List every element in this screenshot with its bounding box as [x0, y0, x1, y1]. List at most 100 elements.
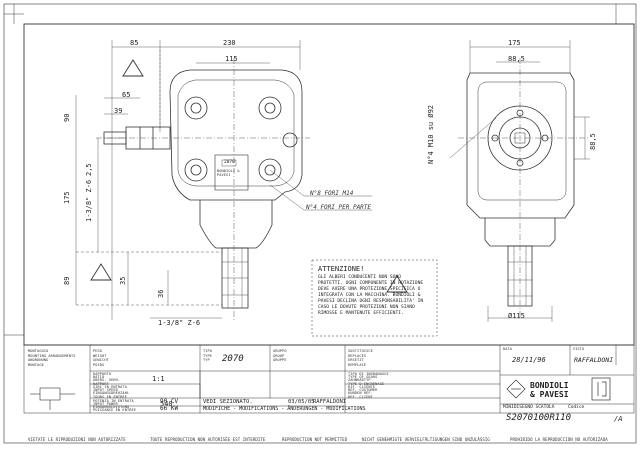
callout-holes-8: N°8 FORI M14	[310, 190, 354, 197]
warning-title: ATTENZIONE!	[318, 265, 365, 273]
dim-35: 35	[119, 276, 127, 285]
ratio-label-de: ÜBERS. VERH.	[93, 378, 121, 383]
front-view	[96, 58, 310, 322]
type-label-de: TYP	[203, 358, 210, 362]
group-label-de: GRUPPE	[273, 358, 287, 362]
dim-85: 85	[130, 39, 139, 47]
type-labels: TIPO TYPE TYP	[203, 349, 212, 363]
input-speed-label-de: EINGANGSDREHZAHL	[93, 391, 130, 396]
customer-ref-label-en: REF. CUSTOMER	[348, 388, 378, 393]
dim-m10-holes: N°4 M10 su Ø92	[427, 104, 435, 164]
customer-ref-label-de: KUNDEN REF.	[348, 391, 373, 396]
customer-ref-label-fr: REF. CLIENT	[348, 394, 373, 399]
side-dim-lines	[449, 40, 590, 322]
input-power-label-en: INPUT POWER	[93, 402, 118, 406]
mounting-label-it: MONTAGGIO	[28, 349, 49, 353]
customer-ref-labels: RIF. CLIENTE REF. CUSTOMER KUNDEN REF. R…	[348, 385, 378, 399]
footer-note-it: VIETATE LE RIPRODUZIONI NON AUTORIZZATE	[28, 437, 126, 442]
input-speed-label-en: INPUT SPEED	[93, 388, 118, 393]
drawing-label: MINIDISEGNO SCATOLA	[503, 405, 555, 410]
input-speed-value: 540	[160, 400, 173, 408]
replaces-labels: SOSTITUISCE REPLACES ERSETZT REMPLACE	[348, 349, 373, 367]
weight-labels: PESO WEIGHT GEWICHT POIDS	[93, 349, 109, 367]
dim-39: 39	[114, 107, 123, 115]
warning-triangles	[90, 59, 408, 293]
dim-89: 89	[63, 276, 71, 285]
footer-note-fr: TOUTE REPRODUCTION NON AUTORISÉE EST INT…	[150, 437, 266, 442]
dim-36: 36	[157, 289, 165, 298]
date-label: DATA	[503, 347, 513, 351]
replaces-label-de: ERSETZT	[348, 358, 364, 362]
dim-230: 230	[223, 39, 236, 47]
front-dim-lines	[75, 40, 372, 320]
dim-88-5-right: 88,5	[589, 133, 597, 150]
input-speed-labels: GIRI IN ENTRATA INPUT SPEED EINGANGSDREH…	[93, 385, 130, 399]
dim-90: 90	[63, 113, 71, 122]
code-label: Codice	[568, 405, 585, 410]
date-value: 28/11/96	[512, 356, 546, 364]
mounting-pictogram	[30, 387, 75, 410]
title-block-grid	[23, 344, 635, 414]
side-view	[458, 58, 588, 318]
dim-dia-115: Ø115	[508, 312, 525, 320]
group-label-it: GRUPPO	[273, 349, 287, 353]
dim-65: 65	[122, 91, 131, 99]
dim-175-front: 175	[63, 191, 71, 204]
company-name-line2: & PAVESI	[530, 390, 569, 399]
type-label-it: TIPO	[203, 349, 213, 353]
drawing-code: S2070100R110	[506, 413, 572, 423]
warning-body: GLI ALBERI CONDUCENTI NON SONO PROTETTI.…	[318, 275, 424, 316]
callout-holes-4: N°4 FORI PER PARTE	[306, 204, 372, 211]
company-logo	[506, 377, 611, 401]
plate-brand: BONDIOLI & PAVESI	[217, 169, 240, 177]
approved-value: RAFFALDONI	[574, 356, 614, 364]
group-labels: GRUPPO GROUP GRUPPE	[273, 349, 287, 363]
input-power-label-de: EINGANGSLEISTUNG	[93, 405, 130, 409]
revision-author: RAFFALDONI	[313, 399, 347, 405]
plate-model: 2070	[224, 160, 235, 165]
ratio-labels: RAPPORTO RATIO ÜBERS. VERH. RAPPORT	[93, 372, 121, 386]
input-power-kw: 66 KW	[160, 405, 179, 412]
customer-ref-label-it: RIF. CLIENTE	[348, 385, 376, 389]
mounting-label-en: MOUNTING ARRANGEMENTS	[28, 353, 76, 358]
input-speed-label-fr: TOURS EN ENTRÉE	[93, 394, 127, 399]
ratio-label-it: RAPPORTO	[93, 372, 112, 376]
ratio-label-fr: RAPPORT	[93, 381, 109, 386]
dim-thread-vertical: 1-3/8" Z-6	[85, 179, 93, 222]
weight-label-fr: POIDS	[93, 362, 105, 367]
input-power-cv: 90 CV	[160, 398, 179, 405]
mounting-label-fr: MONTAGE	[28, 362, 44, 367]
weight-label-en: WEIGHT	[93, 353, 107, 358]
gear-type-label-it: TIPO DI INGRANAGGI	[348, 372, 389, 376]
dim-175-side: 175	[508, 39, 521, 47]
dim-thread-bottom: 1-3/8" Z-6	[158, 319, 201, 327]
mounting-label-de: ANORDNUNG	[28, 358, 49, 362]
dim-2-5: 2,5	[85, 163, 93, 176]
type-value: 2070	[222, 354, 244, 364]
gear-type-label-de: ZAHNRADTYP	[348, 378, 371, 383]
approved-label: VISTO	[573, 347, 585, 351]
footer-note-de: NICHT GENEHMIGTE VERVIELFÄLTIGUNGEN SIND…	[362, 437, 490, 442]
ratio-label-en: RATIO	[93, 375, 105, 380]
input-power-label-it: POTENZA IN ENTRATA	[93, 399, 134, 403]
revision-date: 03/05/05	[288, 399, 315, 405]
weight-label-de: GEWICHT	[93, 358, 109, 362]
company-name-line1: BONDIOLI	[530, 381, 569, 390]
revision-note: VEDI SEZIONATO.	[203, 399, 253, 405]
input-power-labels: POTENZA IN ENTRATA INPUT POWER EINGANGSL…	[93, 399, 137, 412]
type-label-en: TYPE	[203, 353, 213, 358]
dim-115-front: 115	[225, 55, 238, 63]
weight-label-it: PESO	[93, 349, 103, 353]
group-label-en: GROUP	[273, 353, 285, 358]
ratio-value: 1:1	[152, 375, 165, 383]
footer-note-en: REPRODUCTION NOT PERMITTED	[282, 437, 348, 442]
input-power-label-fr: PUISSANCE EN ENTRÉE	[93, 408, 137, 412]
gear-type-label-fr: TYPE D'ENGRENAGE	[348, 381, 385, 386]
input-speed-label-it: GIRI IN ENTRATA	[93, 385, 127, 389]
replaces-label-fr: REMPLACE	[348, 362, 367, 367]
replaces-label-it: SOSTITUISCE	[348, 349, 373, 353]
mounting-labels: MONTAGGIO MOUNTING ARRANGEMENTS ANORDNUN…	[28, 349, 76, 367]
modifications-label: MODIFICHE - MODIFICATIONS - ÄNDERUNGEN -…	[203, 406, 366, 412]
